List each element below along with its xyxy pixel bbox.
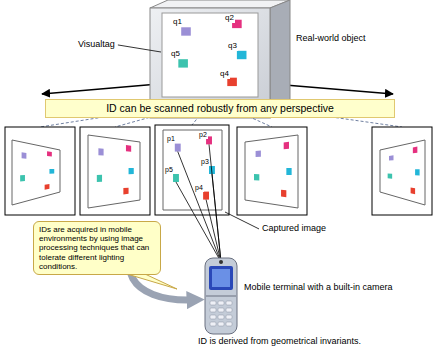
leader-line <box>225 212 259 229</box>
captured-tag <box>380 140 425 205</box>
captured-tag <box>12 140 60 205</box>
phone-key <box>218 308 224 312</box>
tag-square <box>178 59 188 67</box>
phone-key <box>226 308 232 312</box>
point-line <box>176 182 221 262</box>
point-label: q2 <box>224 14 235 23</box>
callout-tail <box>127 274 177 289</box>
tag-square <box>47 151 52 156</box>
captured-frame <box>80 127 150 215</box>
phone-screen-frame <box>209 266 233 290</box>
phone-key <box>210 315 216 319</box>
tag-square <box>237 51 247 59</box>
tag-square <box>123 188 128 195</box>
node-text: IDs are acquired in mobile environments … <box>39 225 155 271</box>
tag-square <box>411 188 416 195</box>
phone-key <box>210 322 216 326</box>
phone-key <box>210 301 216 305</box>
phone-key <box>218 315 224 319</box>
image-label: Captured image <box>262 224 326 234</box>
phone-key <box>218 301 224 305</box>
captured-frame <box>372 127 432 215</box>
phone-body <box>205 258 237 334</box>
tag-square <box>98 148 103 155</box>
tag-square <box>286 168 291 175</box>
tag-square <box>173 174 179 182</box>
tag-square <box>129 168 134 174</box>
tag-square <box>175 144 181 152</box>
captured-tag <box>245 135 298 208</box>
point-label: q4 <box>219 70 230 79</box>
phone-hinge <box>206 296 236 297</box>
tag-square <box>22 152 27 158</box>
node-text: ID can be scanned robustly from any pers… <box>106 102 334 114</box>
terminal-label: Mobile terminal with a built-in camera <box>244 283 393 293</box>
tag-square <box>413 147 418 154</box>
phone-key <box>226 301 232 305</box>
point-label: q3 <box>227 42 238 51</box>
phone-key <box>210 308 216 312</box>
mobile-phone <box>205 258 237 334</box>
phone-key <box>226 322 232 326</box>
captured-frame <box>155 125 229 215</box>
tag-square <box>45 184 50 190</box>
tag-square <box>389 155 394 160</box>
tag-square <box>284 142 289 149</box>
point-label: q5 <box>170 50 181 59</box>
tag-square <box>254 174 259 180</box>
tag-label: Visualtag <box>78 40 115 50</box>
phone-camera <box>219 260 223 264</box>
phone-key <box>218 322 224 326</box>
captured-tag <box>88 135 140 208</box>
phone-screen <box>212 269 230 287</box>
tag-square <box>203 192 209 200</box>
point-label: p5 <box>164 166 174 174</box>
tag-square <box>281 190 286 197</box>
leader-line <box>118 45 161 52</box>
visualtag <box>162 13 258 97</box>
callout-note: IDs are acquired in mobile environments … <box>33 221 161 275</box>
tag-square <box>227 78 237 86</box>
point-label: p2 <box>198 131 208 139</box>
captured-frame <box>5 127 75 215</box>
captured-tag <box>163 130 222 210</box>
note-label: ID is derived from geometrical invariant… <box>198 337 361 347</box>
tag-square <box>97 175 102 182</box>
point-line <box>206 200 221 262</box>
tag-square <box>388 174 393 179</box>
point-label: p3 <box>200 158 210 166</box>
point-label: p4 <box>194 184 204 192</box>
point-line <box>178 152 221 262</box>
point-label: q1 <box>172 18 183 27</box>
cube-top <box>150 0 290 8</box>
captured-frame <box>237 127 307 215</box>
tag-square <box>20 175 25 181</box>
point-label: p1 <box>166 135 176 143</box>
tag-square <box>126 145 131 152</box>
tag-square <box>415 169 420 175</box>
banner-band: ID can be scanned robustly from any pers… <box>45 99 395 118</box>
tag-square <box>256 151 261 158</box>
phone-key <box>226 315 232 319</box>
tag-square <box>49 169 54 174</box>
tag-square <box>181 27 191 35</box>
object-label: Real-world object <box>296 34 366 44</box>
